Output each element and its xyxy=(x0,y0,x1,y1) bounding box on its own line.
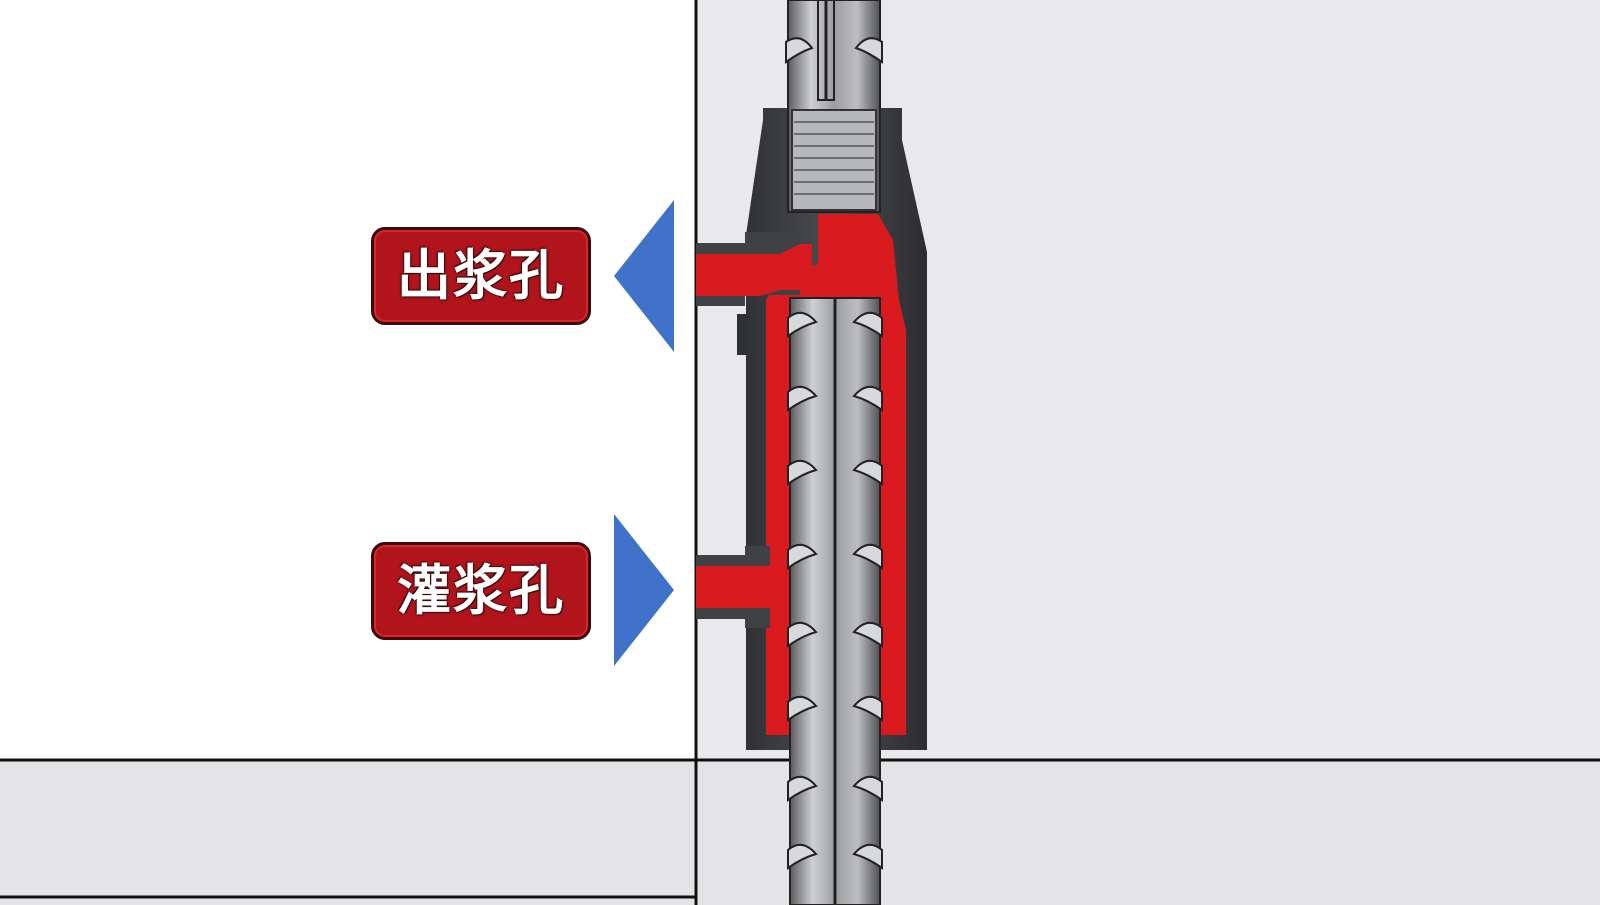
upper-rebar xyxy=(785,0,883,213)
arrow-right-icon xyxy=(614,514,674,666)
outlet-hole-label: 出浆孔 xyxy=(371,227,591,325)
left-wall-panel xyxy=(0,0,696,760)
lower-rebar xyxy=(787,297,883,905)
inlet-hole-label: 灌浆孔 xyxy=(371,542,591,640)
arrow-left-icon xyxy=(614,200,674,352)
inlet-grout-channel xyxy=(696,566,780,608)
outlet-grout-channel xyxy=(696,244,812,296)
lower-slab-left xyxy=(0,760,696,905)
